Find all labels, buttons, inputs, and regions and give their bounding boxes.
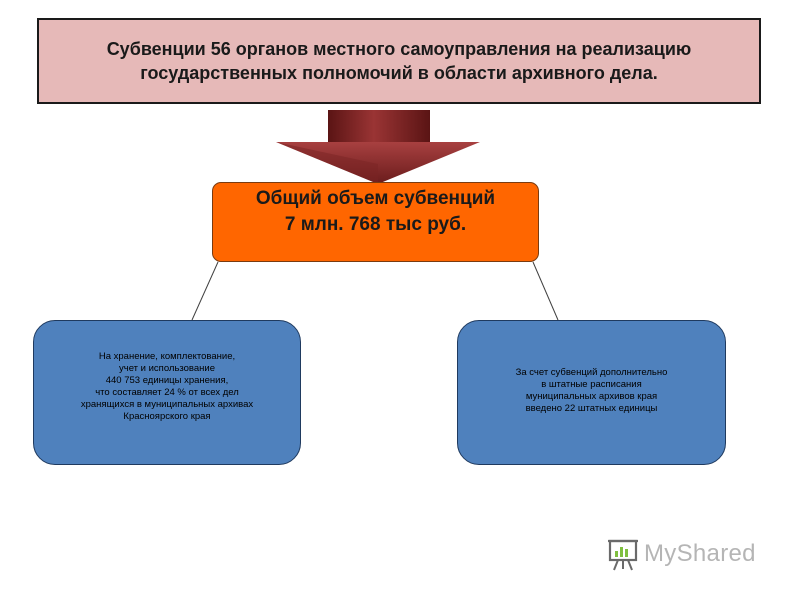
storage-line-3: 440 753 единицы хранения, (105, 375, 229, 386)
staff-line-4: введено 22 штатных единицы (525, 403, 658, 414)
staff-line-1: За счет субвенций дополнительно (515, 367, 668, 378)
myshared-logo: MyShared (606, 536, 756, 572)
total-line-1: Общий объем субвенций (255, 188, 496, 209)
presentation-board-icon (608, 539, 638, 571)
storage-line-2: учет и использование (119, 363, 215, 374)
down-arrow-icon (276, 110, 480, 184)
storage-line-5: хранящихся в муниципальных архивах (80, 399, 254, 410)
header-line-2: государственных полномочий в области арх… (140, 63, 658, 83)
header-box: Субвенции 56 органов местного самоуправл… (37, 18, 761, 104)
total-subvention-box: Общий объем субвенций 7 млн. 768 тыс руб… (212, 182, 539, 262)
staff-line-2: в штатные расписания (541, 379, 642, 390)
storage-line-6: Красноярского края (123, 411, 211, 422)
staff-info-box: За счет субвенций дополнительно в штатны… (457, 320, 726, 465)
storage-line-4: что составляет 24 % от всех дел (95, 387, 239, 398)
staff-line-3: муниципальных архивов края (525, 391, 658, 402)
header-line-1: Субвенции 56 органов местного самоуправл… (106, 39, 692, 59)
logo-text: MyShared (644, 540, 756, 567)
connector-left (191, 261, 219, 321)
connector-right (532, 261, 559, 321)
storage-line-1: На хранение, комплектование, (98, 351, 236, 362)
storage-info-box: На хранение, комплектование, учет и испо… (33, 320, 301, 465)
total-line-2: 7 млн. 768 тыс руб. (284, 214, 467, 235)
